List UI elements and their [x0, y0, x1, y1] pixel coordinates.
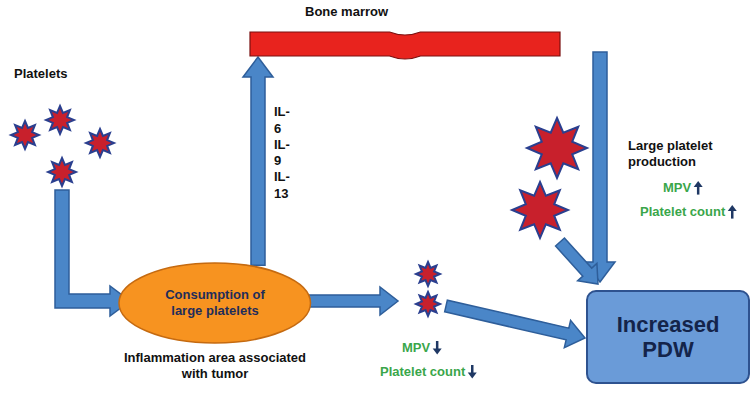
platelet-star: [48, 158, 76, 186]
node-text: Increased PDW: [598, 312, 738, 363]
flow-arrow: [556, 238, 598, 284]
trend-arrow: [468, 365, 477, 379]
flow-arrow: [302, 287, 398, 315]
node-text: Bone marrow: [305, 4, 388, 20]
indicator-label: Platelet count: [380, 364, 465, 380]
flow-arrow: [585, 52, 615, 282]
trend-arrow: [694, 181, 703, 195]
indicator-label: MPV: [663, 180, 691, 196]
trend-arrow: [433, 341, 442, 355]
trend-arrow: [728, 205, 737, 219]
small-platelet-star: [416, 262, 440, 286]
large-platelet-star: [527, 118, 587, 178]
result-box: Increased PDW: [586, 290, 750, 384]
flow-arrow: [55, 190, 130, 316]
indicator-label: MPV: [402, 340, 430, 356]
platelet-star: [86, 129, 114, 157]
inflammation-ellipse: Consumption of large plateletsInflammati…: [118, 262, 312, 344]
platelet-star: [46, 106, 74, 134]
bone-marrow-band: Bone marrow: [250, 32, 560, 56]
group-label: Platelets: [14, 66, 67, 82]
node-text: Consumption of large platelets: [153, 287, 278, 318]
node-caption: Inflammation area associated with tumor: [120, 350, 310, 381]
large-platelet-star: [512, 182, 568, 238]
flow-arrow: [445, 300, 585, 347]
signal-arrow: [243, 57, 273, 265]
marrow-band-shape: [250, 32, 560, 56]
edge-label: IL-6 IL-9 IL-13: [274, 104, 290, 202]
platelet-star: [11, 121, 39, 149]
small-platelet-star: [416, 292, 440, 316]
process-label: Large platelet production: [628, 138, 738, 169]
indicator-label: Platelet count: [640, 204, 725, 220]
